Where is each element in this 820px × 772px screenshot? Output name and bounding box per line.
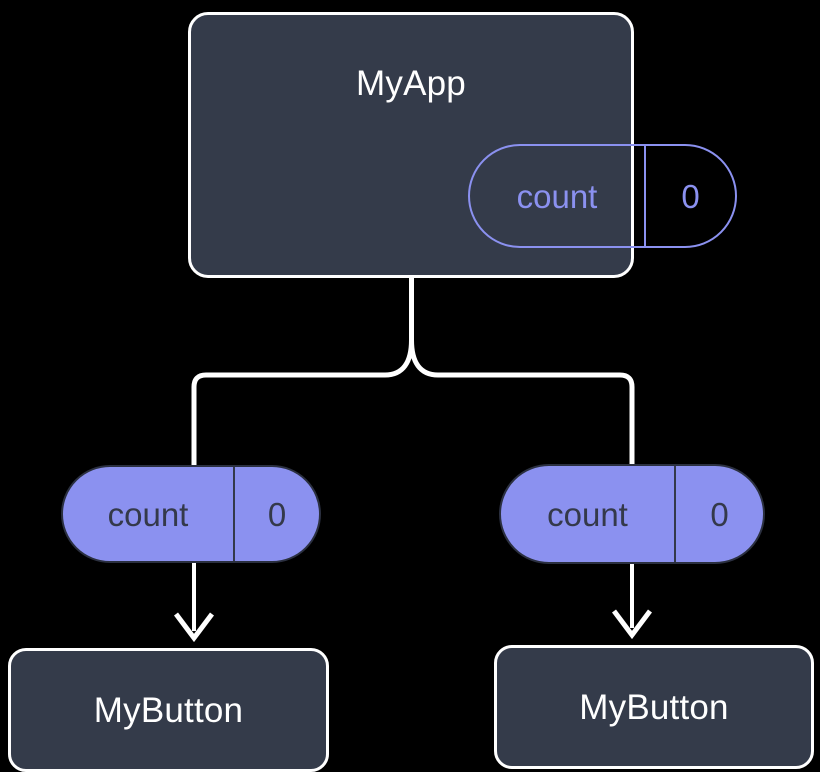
arrow-head-left-icon xyxy=(174,612,214,643)
component-node-mybutton-right[interactable]: MyButton xyxy=(494,645,814,769)
component-label-myapp: MyApp xyxy=(356,64,466,103)
component-label-mybutton-left: MyButton xyxy=(93,690,244,730)
edge-branch-right xyxy=(409,339,635,466)
component-label-mybutton-right: MyButton xyxy=(579,687,729,727)
state-capsule-child-left[interactable]: count 0 xyxy=(61,465,321,563)
state-key-myapp: count xyxy=(516,177,598,215)
state-key-child-right: count xyxy=(547,495,628,533)
state-capsule-child-right[interactable]: count 0 xyxy=(499,464,765,564)
edge-branch-left xyxy=(191,339,414,466)
component-node-myapp[interactable]: MyApp count 0 xyxy=(188,12,737,278)
state-capsule-myapp[interactable]: count 0 xyxy=(468,144,737,248)
arrow-head-right-icon xyxy=(612,609,652,640)
component-node-mybutton-left[interactable]: MyButton xyxy=(8,648,329,772)
state-key-child-left: count xyxy=(107,495,189,533)
state-value-child-left: 0 xyxy=(233,467,319,561)
state-value-child-right: 0 xyxy=(674,466,763,562)
state-value-myapp: 0 xyxy=(644,146,735,246)
